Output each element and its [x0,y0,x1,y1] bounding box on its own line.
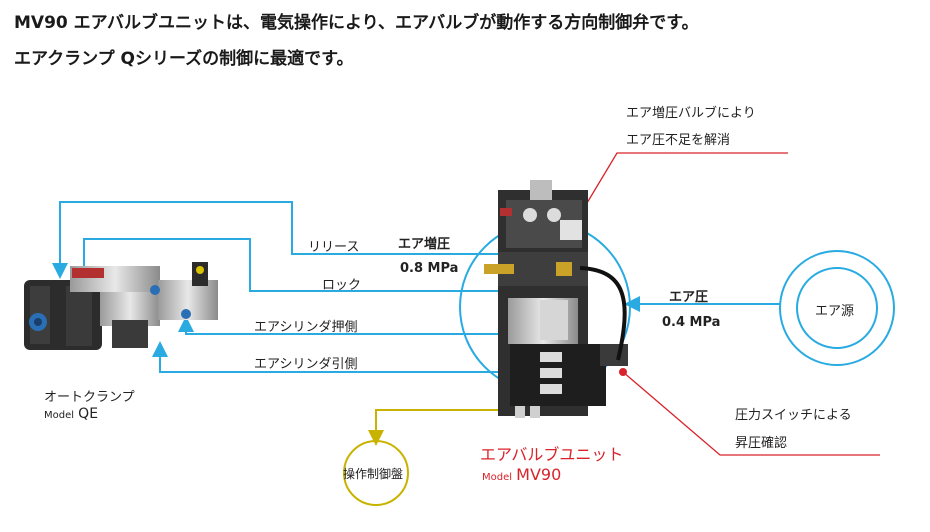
boost-value: 0.8 MPa [400,261,459,276]
clamp-model-prefix: Model [44,410,75,421]
boost-label: エア増圧 [398,237,451,252]
unit-model-value: MV90 [516,465,562,484]
air-source-outer-circle [779,250,895,366]
clamp-name: オートクランプ [44,390,135,405]
valve-unit-illustration [484,180,628,418]
unit-model-prefix: Model [482,472,513,483]
cyl-pull-line [152,341,508,373]
release-label: リリース [308,240,360,255]
switch-callout-line2: 昇圧確認 [735,436,788,451]
lock-label: ロック [322,278,362,293]
clamp-model-value: QE [78,406,99,422]
supply-label: エア圧 [669,290,709,305]
auto-clamp-illustration [24,262,218,350]
supply-value: 0.4 MPa [662,315,721,330]
unit-model: Model MV90 [482,465,561,484]
lock-line [76,238,508,292]
cyl-push-line [178,316,508,335]
release-line [52,201,508,279]
panel-signal-line [368,409,508,446]
heading-line-2: エアクランプ Qシリーズの制御に最適です。 [14,49,354,69]
booster-callout-line1: エア増圧バルブにより [626,106,756,121]
cyl-pull-label: エアシリンダ引側 [254,357,358,372]
clamp-model: Model QE [44,406,98,422]
booster-callout-line2: エア圧不足を解消 [626,133,731,148]
cyl-push-label: エアシリンダ押側 [254,320,358,335]
switch-callout-line [622,371,880,456]
switch-callout-line1: 圧力スイッチによる [735,408,852,423]
air-source-label: エア源 [815,304,855,319]
panel-label: 操作制御盤 [343,467,404,481]
air-source-inner-circle [796,267,878,349]
air-lines [52,201,780,373]
unit-name: エアバルブユニット [480,445,624,464]
switch-callout-dot [619,368,627,376]
booster-callout-line [571,152,788,229]
panel-circle [343,440,409,506]
heading-line-1: MV90 エアバルブユニットは、電気操作により、エアバルブが動作する方向制御弁で… [14,13,699,33]
